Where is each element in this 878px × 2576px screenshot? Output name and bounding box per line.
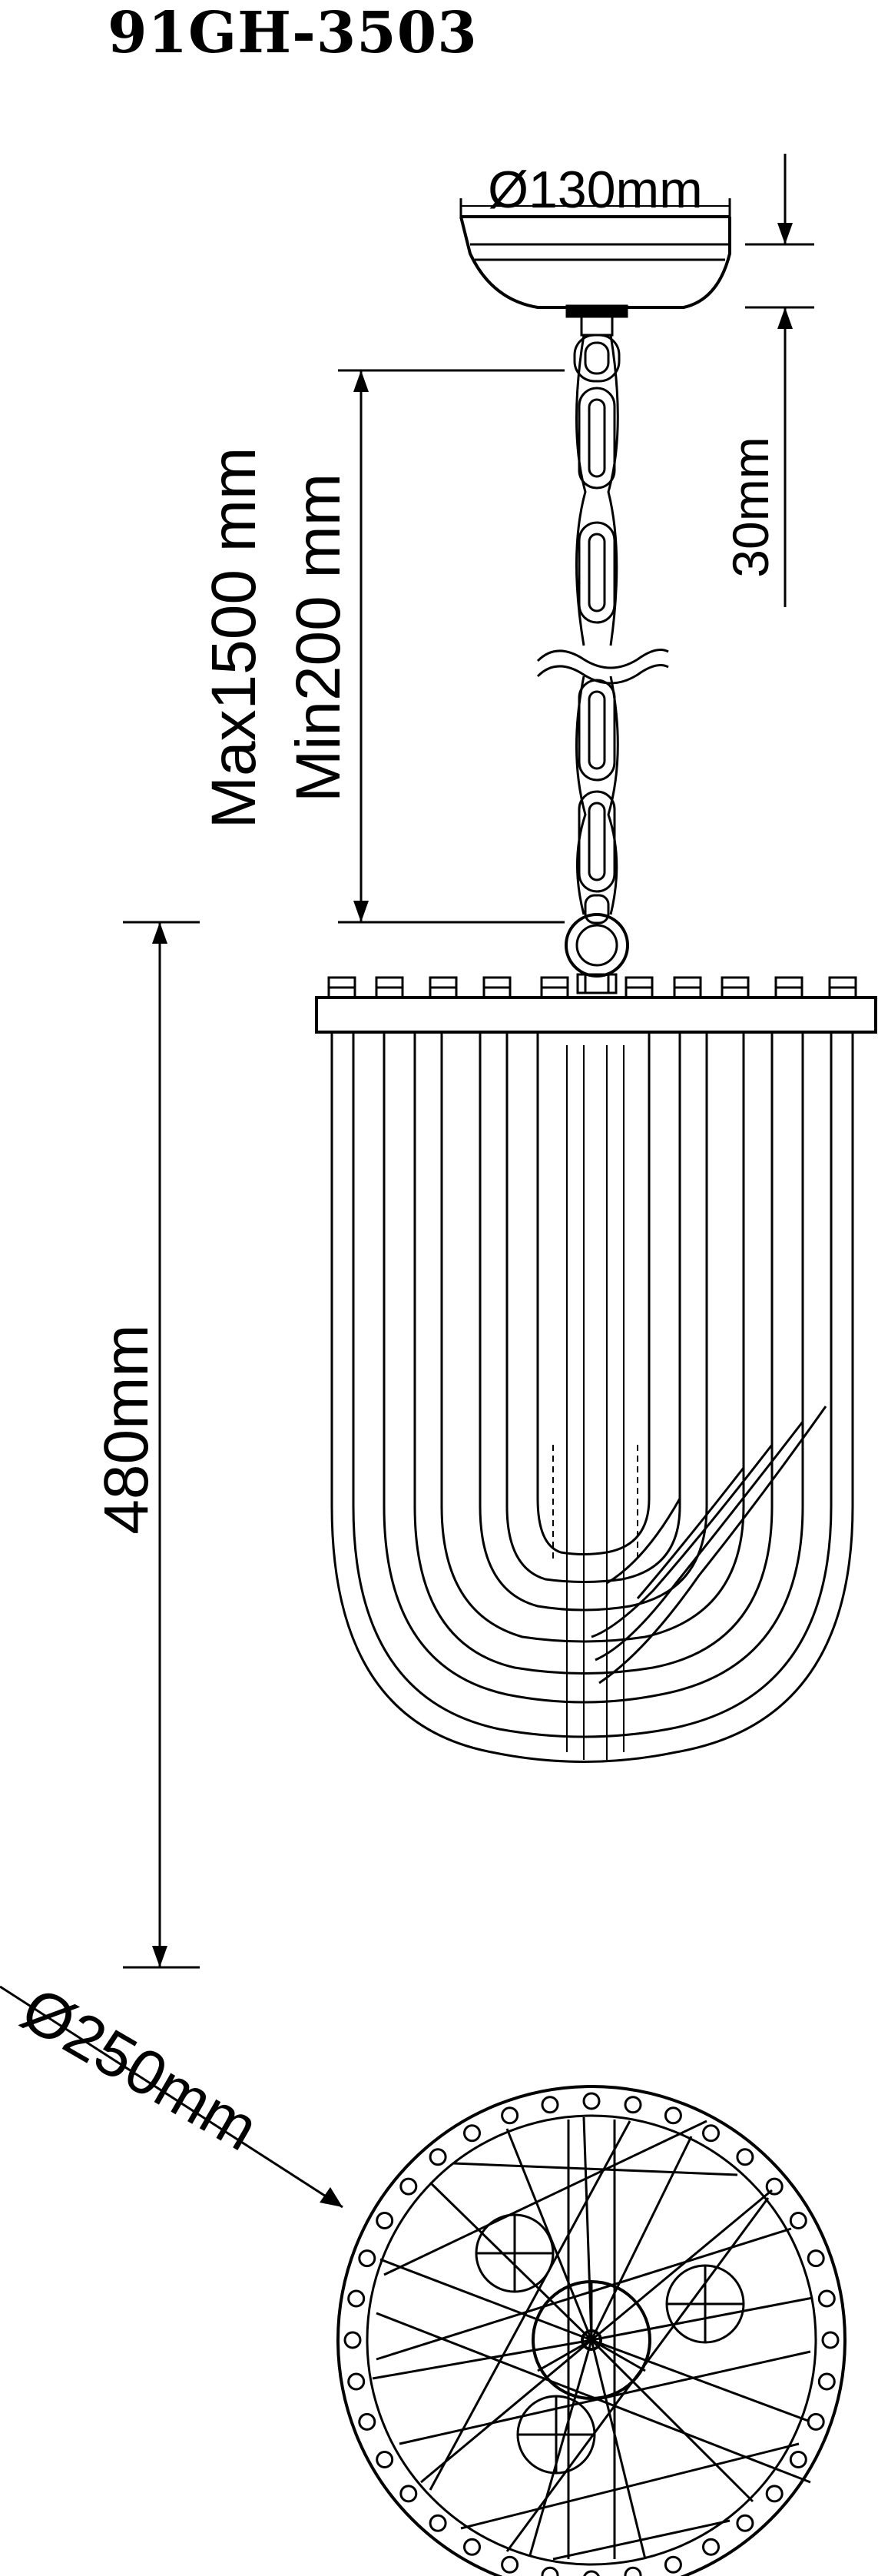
rivet	[429, 2514, 447, 2532]
canopy-diameter-dimension: Ø130mm	[459, 161, 731, 219]
rivet	[347, 2372, 366, 2391]
rivet	[343, 2331, 362, 2349]
rivet	[376, 2451, 394, 2468]
rivet	[664, 2106, 682, 2125]
rivet	[765, 2485, 784, 2503]
chain	[573, 315, 621, 925]
rivet	[817, 2372, 836, 2391]
rivet	[789, 2212, 807, 2229]
ring-hook	[565, 913, 629, 994]
rivet	[429, 2148, 447, 2166]
rivet	[463, 2124, 481, 2143]
rivet	[399, 2177, 418, 2196]
rivet	[541, 2096, 559, 2114]
rivet	[807, 2412, 825, 2431]
chain-length-dimension: Max1500 mm Min200 mm	[199, 369, 565, 924]
chain-break-symbol	[536, 649, 669, 685]
chain-min-label: Min200 mm	[283, 473, 353, 802]
rivet	[358, 2249, 376, 2268]
rivet	[821, 2331, 840, 2349]
rivet	[463, 2538, 481, 2556]
rivet	[501, 2555, 519, 2574]
top-plate	[315, 976, 877, 1034]
top-finials	[327, 976, 857, 999]
rivet	[399, 2485, 418, 2503]
rivet	[624, 2566, 642, 2576]
bottom-bands	[372, 2116, 813, 2561]
rivet	[358, 2412, 376, 2431]
rivet	[702, 2538, 720, 2556]
rivet	[807, 2249, 825, 2268]
bottom-hub	[532, 2280, 651, 2400]
rivet	[789, 2451, 807, 2468]
rivet-ring	[343, 2092, 840, 2576]
bottom-view	[336, 2085, 847, 2576]
rivet	[736, 2514, 754, 2532]
body-height-label: 480mm	[91, 1324, 161, 1534]
rivet	[817, 2289, 836, 2308]
rivet	[501, 2106, 519, 2125]
body-diameter-dimension: Ø250mm	[0, 1974, 343, 2209]
canopy	[459, 215, 731, 318]
canopy-height-label: 30mm	[722, 437, 779, 577]
rivet	[702, 2124, 720, 2143]
body-bands	[330, 1032, 854, 1763]
rivet	[347, 2289, 366, 2308]
rivet	[582, 2092, 601, 2110]
rivet	[765, 2177, 784, 2196]
rivet	[624, 2096, 642, 2114]
chain-max-label: Max1500 mm	[199, 447, 269, 829]
body-height-dimension: 480mm	[91, 921, 200, 1969]
rivet	[583, 2570, 600, 2576]
canopy-height-dimension: 30mm	[722, 154, 814, 607]
bottom-bulbs	[475, 2213, 745, 2475]
rivet	[376, 2212, 394, 2229]
body-diameter-label: Ø250mm	[10, 1974, 270, 2164]
rivet	[541, 2566, 559, 2576]
rivet	[736, 2148, 754, 2166]
rivet	[664, 2555, 682, 2574]
model-title: 91GH-3503	[108, 0, 478, 66]
canopy-diameter-label: Ø130mm	[488, 161, 703, 219]
